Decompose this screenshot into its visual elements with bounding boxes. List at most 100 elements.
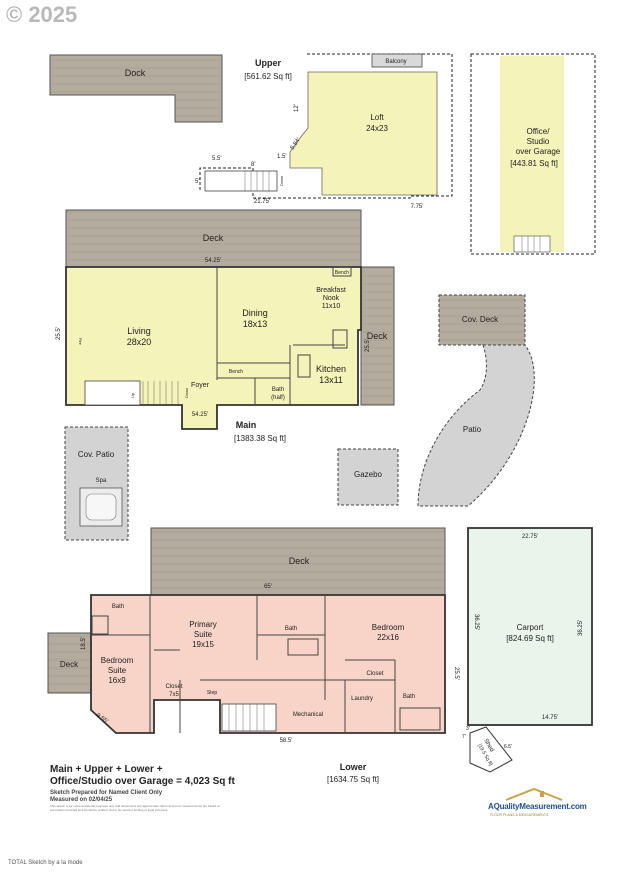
nook-label-1: Breakfast (316, 287, 346, 294)
dim-54-25-top: 54.25' (205, 258, 221, 264)
patio (417, 344, 535, 507)
office-label-2: Studio (527, 137, 550, 146)
dim-36-25-right: 36.25' (578, 620, 584, 636)
living-label: Living (127, 326, 151, 336)
kitchen-size: 13x11 (319, 375, 343, 385)
main-up-label: Up (130, 392, 135, 398)
gazebo-label: Gazebo (354, 470, 383, 479)
total-summary: Main + Upper + Lower + Office/Studio ove… (50, 764, 235, 788)
dim-7-75: 7.75' (411, 204, 424, 210)
upper-outline (199, 53, 453, 199)
dock-upper-label: Dock (125, 68, 146, 78)
bedroom-label: Bedroom (372, 623, 405, 632)
half-bath-sub: (half) (271, 395, 285, 401)
deck-lower (150, 527, 446, 596)
primary-label: Primary (189, 620, 217, 629)
balcony (371, 53, 423, 68)
logo-tagline: FLOOR PLANS & MEASUREMENTS (490, 813, 549, 817)
prepared-note: Sketch Prepared for Named Client Only Me… (50, 790, 162, 804)
dim-7: 7' (462, 734, 466, 740)
closet-bedroom-label: Closet (366, 671, 383, 677)
dim-36-25-left: 36.25' (473, 614, 479, 630)
primary-bath-label: Bath (285, 626, 297, 632)
disclaimer-fine-print: This sketch is for representational purp… (50, 804, 221, 812)
foyer-label: Foyer (191, 382, 210, 389)
deck-main-top (65, 209, 362, 268)
prepared-line-2: Measured on 02/04/25 (50, 797, 113, 803)
dim-8: 8' (251, 162, 255, 168)
spa-inner (85, 493, 117, 521)
upper-level: Dock Upper [561.62 Sq ft] Balcony Loft 2… (49, 53, 596, 255)
deck-main-right (360, 266, 395, 406)
office-label: Office/ (527, 127, 551, 136)
living-size: 28x20 (127, 337, 152, 347)
bench-dining: Bench (229, 369, 243, 375)
dim-65: 65' (264, 584, 272, 590)
summary-line-2: Office/Studio over Garage = 4,023 Sq ft (50, 776, 235, 787)
patio-label: Patio (463, 425, 482, 434)
shed (469, 726, 513, 773)
upper-down-label: Down (279, 176, 284, 186)
dim-22-75: 22.75' (522, 534, 538, 540)
kitchen-label: Kitchen (316, 364, 346, 374)
dim-58-5: 58.5' (280, 738, 293, 744)
lower-title: Lower (340, 762, 367, 772)
bedroom-suite-label-2: Suite (108, 666, 127, 675)
deck-lower-label: Deck (289, 556, 310, 566)
step-label: Step (207, 690, 218, 696)
fire-label: Fire (78, 338, 83, 346)
loft-label: Loft (370, 113, 384, 122)
bedroom-suite-label: Bedroom (101, 656, 134, 665)
laundry-label: Laundry (351, 696, 373, 702)
loft-size: 24x23 (366, 124, 388, 133)
closet-primary-label: Closet (165, 684, 182, 690)
gazebo (337, 448, 399, 506)
office-area: [443.81 Sq ft] (510, 159, 558, 168)
lower-stair (221, 703, 277, 732)
logo-name: AQualityMeasurement.com (488, 802, 587, 811)
closet-primary-size: 7x5 (169, 692, 179, 698)
cov-patio-label: Cov. Patio (78, 450, 115, 459)
copyright-watermark: © 2025 (6, 2, 78, 27)
cov-deck-label: Cov. Deck (462, 315, 499, 324)
dim-25-5-left: 25.5' (56, 327, 62, 340)
office-stair (513, 235, 551, 253)
main-level: Deck 54.25' Deck Up Down Bench Bench F (56, 209, 535, 541)
company-logo: AQualityMeasurement.com FLOOR PLANS & ME… (488, 786, 594, 822)
carport-label: Carport (517, 623, 544, 632)
dining-label: Dining (242, 308, 268, 318)
upper-stair (204, 170, 278, 192)
deck-main-top-label: Deck (203, 233, 224, 243)
office-label-3: over Garage (516, 147, 561, 156)
summary-line-1: Main + Upper + Lower + (50, 764, 163, 775)
dim-25-5-lower: 25.5' (453, 667, 459, 680)
dim-54-25-bottom: 54.25' (192, 412, 208, 418)
dock-upper (49, 54, 223, 123)
loft-room (289, 71, 438, 196)
dim-14-75: 14.75' (542, 715, 558, 721)
dim-5: 5' (195, 179, 199, 185)
office-outline (470, 53, 596, 255)
house-roof-icon (505, 787, 563, 801)
balcony-label: Balcony (385, 59, 406, 65)
nook-size: 11x10 (322, 303, 341, 310)
living-stair (84, 380, 141, 406)
lower-bath-right-label: Bath (403, 694, 415, 700)
deck-lower-left-label: Deck (60, 660, 79, 669)
dim-21-75: 21.75' (254, 199, 270, 205)
dim-3: 3' (466, 726, 470, 732)
main-title: Main (236, 420, 257, 430)
dim-18-5: 18.5' (81, 637, 87, 650)
dim-25-5-right: 25.5' (365, 339, 371, 352)
spa-label: Spa (96, 478, 107, 484)
main-down-label: Down (184, 388, 189, 398)
deck-main-right-label: Deck (367, 331, 388, 341)
dim-1-5: 1.5' (277, 154, 287, 160)
bedroom-suite-size: 16x9 (108, 676, 126, 685)
dim-6-5: 6.5' (504, 744, 512, 750)
carport (467, 527, 593, 726)
main-area: [1383.38 Sq ft] (234, 434, 286, 443)
office-room (500, 56, 564, 252)
half-bath-label: Bath (272, 387, 284, 393)
carport-area: [824.69 Sq ft] (506, 634, 554, 643)
